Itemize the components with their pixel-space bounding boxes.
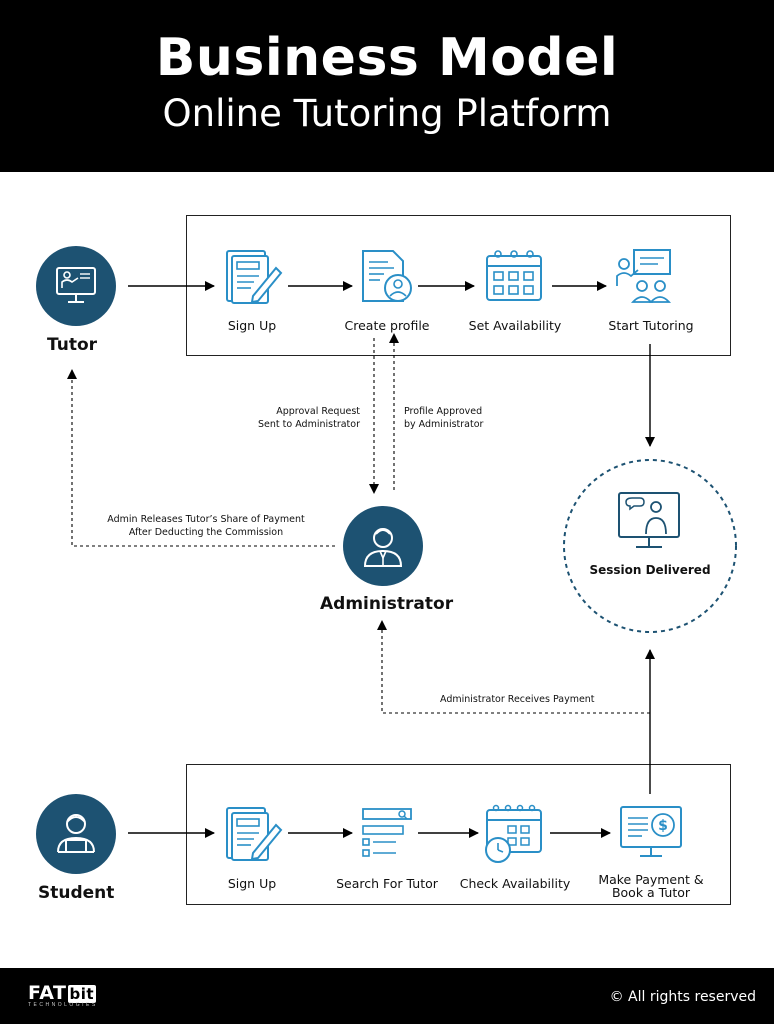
- student-step-make-payment: Make Payment & Book a Tutor: [598, 872, 704, 900]
- search-tutor-icon: [362, 808, 412, 857]
- student-label: Student: [38, 883, 115, 903]
- admin-receives-note: Administrator Receives Payment: [440, 694, 595, 705]
- tutor-step-create-profile: Create profile: [344, 318, 430, 333]
- approval-request-note: Approval Request Sent to Administrator: [258, 406, 360, 430]
- header-banner: Business Model Online Tutoring Platform: [0, 0, 774, 172]
- session-monitor-icon: [618, 492, 680, 548]
- tutor-step-signup: Sign Up: [227, 318, 277, 333]
- start-tutoring-icon: [616, 249, 672, 303]
- calendar-icon: [486, 250, 542, 301]
- page-title: Business Model: [155, 28, 619, 88]
- student-step-check-availability: Check Availability: [459, 876, 571, 891]
- student-circle: [36, 794, 116, 874]
- student-step-signup: Sign Up: [227, 876, 277, 891]
- copyright-text: © All rights reserved: [609, 989, 756, 1005]
- session-circle: [563, 459, 737, 633]
- administrator-circle: [343, 506, 423, 586]
- student-signup-document-icon: [226, 807, 283, 861]
- create-profile-icon: [362, 250, 412, 302]
- check-availability-icon: [485, 804, 542, 863]
- tutor-step-start-tutoring: Start Tutoring: [608, 318, 694, 333]
- administrator-label: Administrator: [320, 594, 454, 614]
- administrator-icon: [363, 528, 403, 567]
- student-flow-box: [186, 764, 731, 905]
- tutor-label: Tutor: [47, 335, 98, 355]
- profile-approved-note: Profile Approved by Administrator: [404, 406, 484, 430]
- tutor-icon: [56, 267, 96, 303]
- student-step-search-tutor: Search For Tutor: [336, 876, 438, 891]
- arrow-admin-release: [67, 369, 335, 547]
- page-subtitle: Online Tutoring Platform: [162, 92, 612, 135]
- svg-text:$: $: [658, 818, 668, 834]
- session-delivered-label: Session Delivered: [589, 563, 711, 577]
- signup-document-icon: [226, 250, 283, 304]
- payment-monitor-icon: $: [620, 806, 682, 857]
- student-icon: [57, 814, 95, 853]
- tutor-circle: [36, 246, 116, 326]
- tutor-step-set-availability: Set Availability: [468, 318, 562, 333]
- admin-release-note: Admin Releases Tutor’s Share of Payment …: [107, 514, 305, 538]
